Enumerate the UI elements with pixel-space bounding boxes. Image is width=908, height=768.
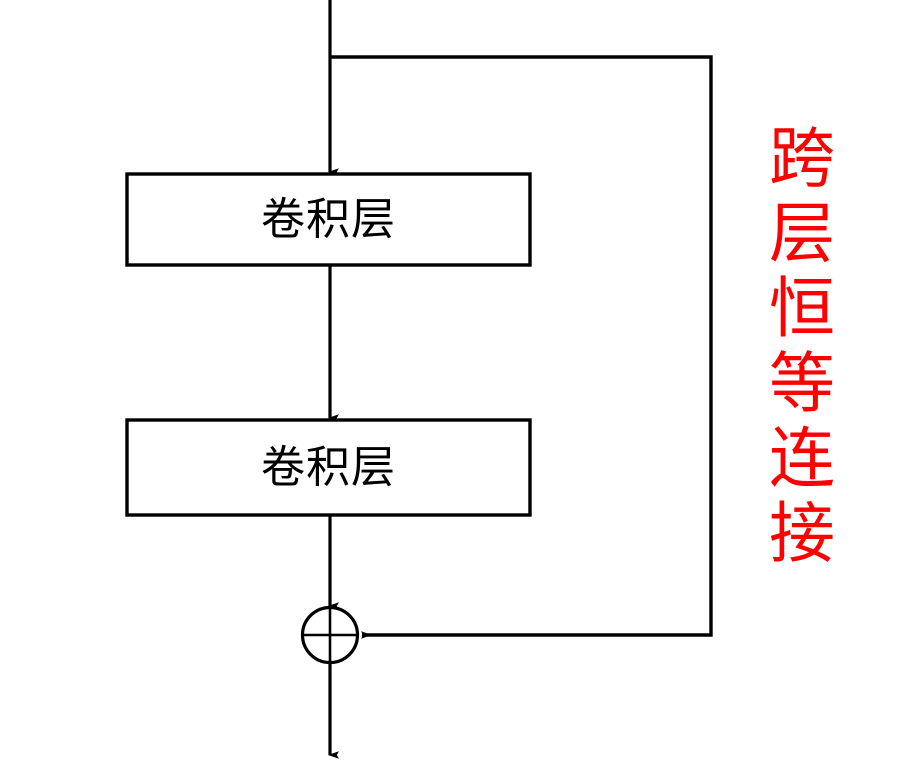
conv-block-1 — [125, 172, 532, 267]
addition-node — [300, 605, 360, 665]
skip-connection-annotation: 跨层恒等连接 — [758, 123, 835, 573]
skip-connection-path — [330, 55, 713, 639]
conv-block-2 — [125, 418, 532, 517]
